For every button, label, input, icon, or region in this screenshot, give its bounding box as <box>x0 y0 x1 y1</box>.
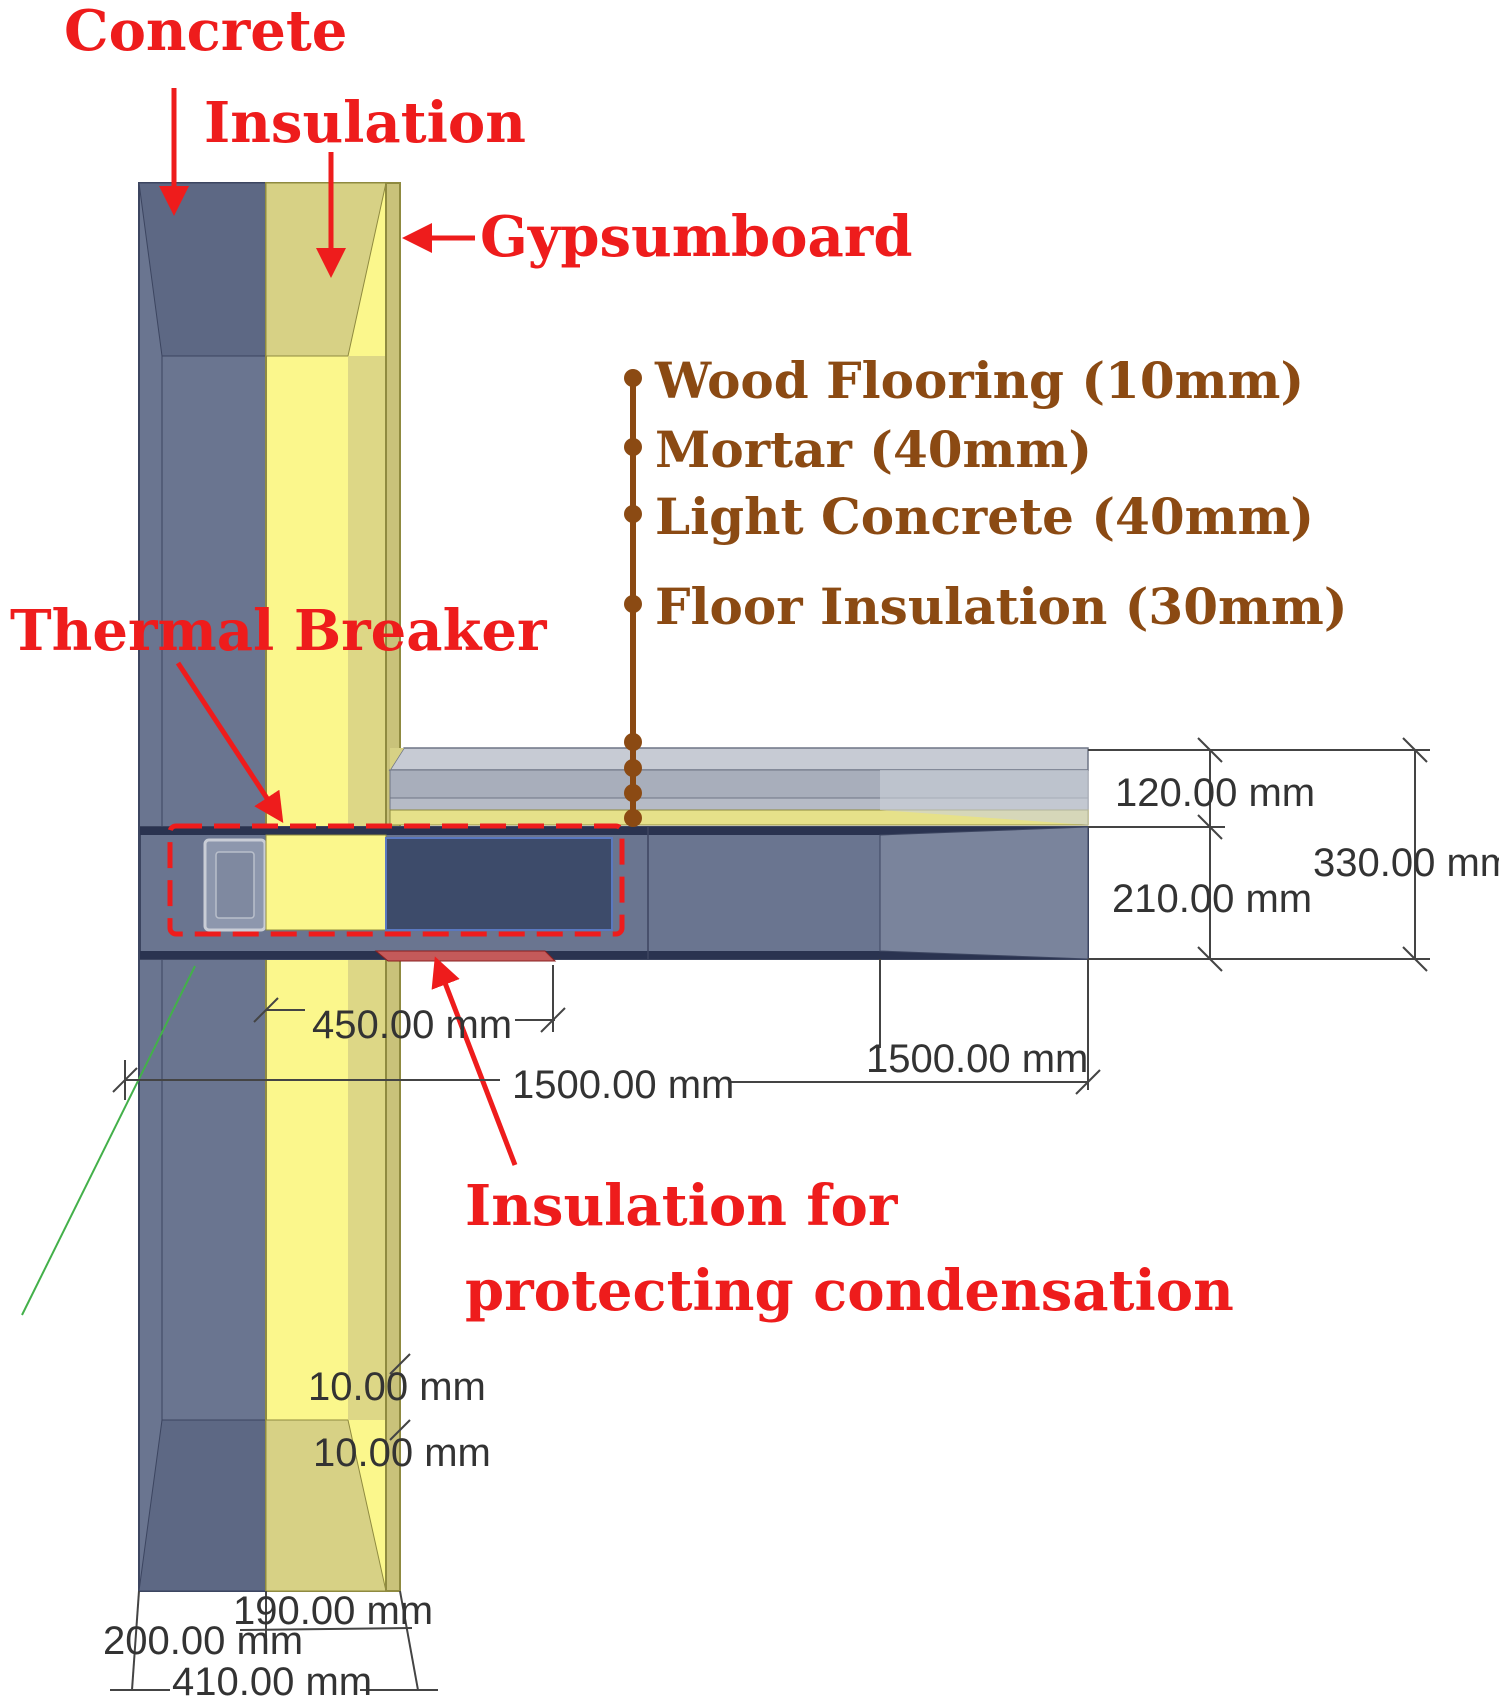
callout-dot-2 <box>624 438 642 456</box>
label-gypsumboard: Gypsumboard <box>480 204 912 270</box>
green-reference-line <box>21 965 196 1316</box>
floor-layer-label: Floor Insulation (30mm) <box>655 577 1347 636</box>
thermal-breaker-block <box>385 837 613 931</box>
callout-dot-3 <box>624 505 642 523</box>
callout-dot-4 <box>624 595 642 613</box>
slab-top-strip <box>140 827 1088 835</box>
floor-layer-top <box>388 747 1089 771</box>
label-condensation-line1: Insulation for <box>465 1173 899 1239</box>
floor-layer-label: Mortar (40mm) <box>655 420 1092 479</box>
material-annotations: Concrete Insulation Gypsumboard Thermal … <box>10 0 1234 1324</box>
dim-wall-total: 410.00 mm <box>172 1660 372 1698</box>
slab-assembly <box>139 747 1089 962</box>
label-condensation-line2: protecting condensation <box>465 1258 1234 1324</box>
dim-slab-section: 1500.00 mm <box>866 1037 1088 1081</box>
floor-layer-end-shade <box>880 770 1088 825</box>
floor-layer-callout: Wood Flooring (10mm) Mortar (40mm) Light… <box>624 351 1347 827</box>
dimension-labels: 120.00 mm 210.00 mm 330.00 mm 450.00 mm … <box>103 771 1499 1698</box>
dimension-lines <box>110 737 1430 1691</box>
callout-dot-8 <box>624 809 642 827</box>
callout-dot-1 <box>624 369 642 387</box>
thermal-breaker-outline <box>167 823 625 937</box>
concrete-wall-top-bevel <box>138 182 267 357</box>
callout-dot-6 <box>624 759 642 777</box>
slab-bottom-strip <box>140 951 1088 959</box>
arrow-condensation <box>431 956 518 1166</box>
dim-gypsum-a: 10.00 mm <box>308 1365 486 1409</box>
dim-gypsum-b: 10.00 mm <box>313 1431 491 1475</box>
arrow-thermal-breaker <box>175 661 284 824</box>
dim-total-depth: 330.00 mm <box>1313 841 1499 885</box>
label-concrete: Concrete <box>64 0 347 64</box>
concrete-wall-bottom-bevel <box>138 1419 267 1592</box>
dim-slab-length: 1500.00 mm <box>512 1063 734 1107</box>
label-thermal-breaker: Thermal Breaker <box>10 598 548 664</box>
callout-dot-7 <box>624 784 642 802</box>
condensation-insulation-strip <box>374 950 557 962</box>
callout-dot-5 <box>624 733 642 751</box>
floor-layer-label: Light Concrete (40mm) <box>655 487 1314 546</box>
thermal-breaker-insulation <box>265 834 387 931</box>
dim-breaker-length: 450.00 mm <box>312 1003 512 1047</box>
label-insulation: Insulation <box>204 90 526 156</box>
wall-floor-fillet <box>390 748 404 770</box>
thermal-breaker-steel-inner <box>215 851 255 919</box>
dim-slab: 210.00 mm <box>1112 877 1312 921</box>
dim-concrete-width: 200.00 mm <box>103 1619 303 1663</box>
dim-floor-top: 120.00 mm <box>1115 771 1315 815</box>
dim-insulation-width: 190.00 mm <box>233 1589 433 1633</box>
floor-layer-label: Wood Flooring (10mm) <box>654 351 1304 410</box>
slab-end-bevel <box>879 826 1089 960</box>
